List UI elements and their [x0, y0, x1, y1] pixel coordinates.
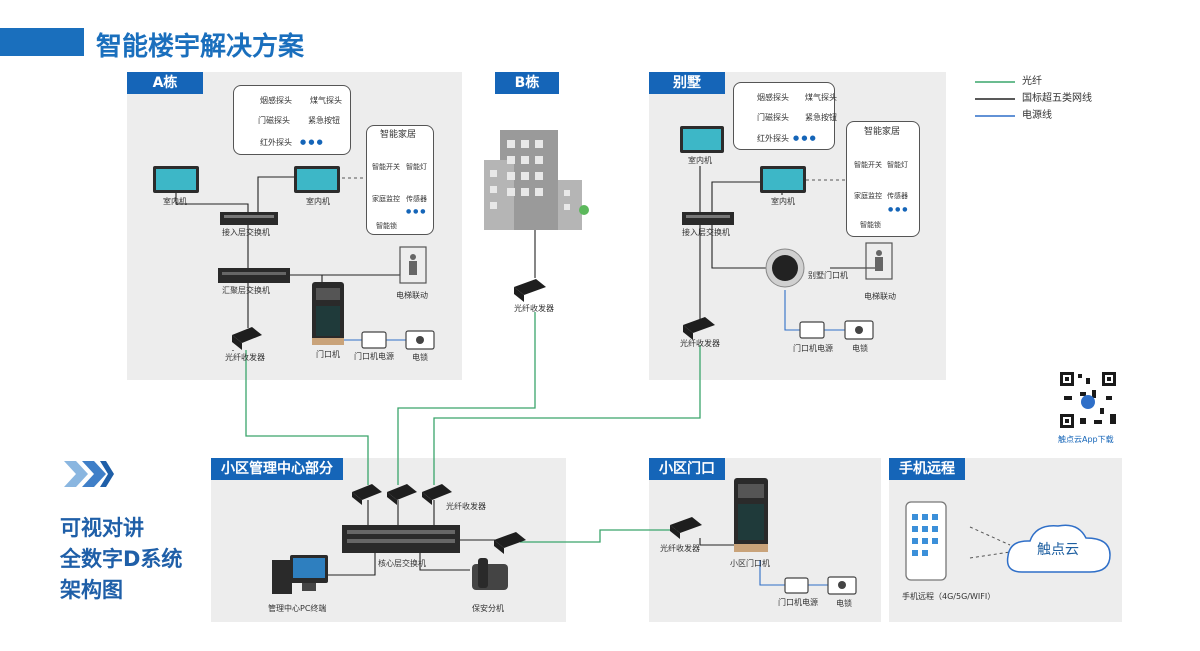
lock-label-v: 电锁 — [852, 344, 868, 353]
pc-label: 管理中心PC终端 — [268, 604, 327, 613]
door-station-label-a: 门口机 — [316, 350, 340, 359]
villa-sos-button-label: 紧急按钮 — [805, 113, 837, 122]
fiber-tx-label-gate: 光纤收发器 — [660, 544, 700, 553]
villa-gas-detector-label: 煤气探头 — [805, 93, 837, 102]
section-a-label: A栋 — [127, 72, 203, 94]
villa-home-camera-label: 家庭监控 — [854, 192, 882, 200]
smart-switch-label: 智能开关 — [372, 163, 400, 171]
gate-door-label: 小区门口机 — [730, 559, 770, 568]
smart-home-box-a — [366, 125, 434, 235]
page-title: 智能楼宇解决方案 — [96, 32, 305, 62]
section-villa-label: 别墅 — [649, 72, 725, 94]
fiber-tx-label-b: 光纤收发器 — [514, 304, 554, 313]
home-camera-label: 家庭监控 — [372, 195, 400, 203]
villa-smart-switch-label: 智能开关 — [854, 161, 882, 169]
villa-smart-light-label: 智能灯 — [887, 161, 908, 169]
indoor-unit-label-v1: 室内机 — [688, 156, 712, 165]
fiber-tx-label-v: 光纤收发器 — [680, 339, 720, 348]
power-links — [344, 290, 845, 586]
door-power-label-a: 门口机电源 — [354, 352, 394, 361]
indoor-unit-a2 — [294, 166, 340, 193]
indoor-unit-v1 — [680, 126, 724, 153]
side-title-line1: 可视对讲 — [60, 516, 144, 540]
legend-power: 电源线 — [1022, 110, 1052, 121]
indoor-unit-label-v2: 室内机 — [771, 197, 795, 206]
sensor-label: 传感器 — [406, 195, 427, 203]
detector-box-villa — [733, 82, 835, 150]
lock-label-gate: 电锁 — [836, 599, 852, 608]
indoor-unit-a1 — [153, 166, 199, 193]
villa-smart-home-more: ● ● ● — [888, 206, 908, 213]
cloud-shape — [1006, 524, 1111, 573]
title-bar — [0, 28, 84, 56]
smart-home-title: 智能家居 — [380, 130, 417, 140]
villa-ir-detector-label: 红外探头 — [757, 134, 789, 143]
ethernet-links — [175, 166, 881, 576]
side-title-line3: 架构图 — [60, 578, 123, 602]
app-download-label: 触点云App下载 — [1058, 435, 1114, 444]
fiber-links — [245, 312, 701, 543]
door-sensor-label: 门磁探头 — [258, 116, 290, 125]
legend-ethernet: 国标超五类网线 — [1022, 93, 1092, 104]
door-power-label-v: 门口机电源 — [793, 344, 833, 353]
detector-box-a — [233, 85, 351, 155]
villa-smoke-detector-label: 烟感探头 — [757, 93, 789, 102]
core-switch-label: 核心层交换机 — [378, 559, 426, 568]
villa-detector-more: ● ● ● — [793, 134, 816, 142]
detector-more: ● ● ● — [300, 138, 323, 146]
smart-light-label: 智能灯 — [406, 163, 427, 171]
smart-lock-label: 智能锁 — [376, 222, 397, 230]
door-power-label-gate: 门口机电源 — [778, 598, 818, 607]
fiber-tx-label-a: 光纤收发器 — [225, 353, 265, 362]
villa-smart-home-title: 智能家居 — [864, 127, 901, 137]
elevator-label-v: 电梯联动 — [864, 292, 896, 301]
villa-door-label: 别墅门口机 — [808, 271, 848, 280]
ir-detector-label: 红外探头 — [260, 138, 292, 147]
elevator-label-a: 电梯联动 — [396, 291, 428, 300]
section-center-label: 小区管理中心部分 — [211, 458, 343, 480]
agg-switch-label-a: 汇聚层交换机 — [222, 286, 270, 295]
side-title-line2: 全数字D系统 — [60, 547, 183, 571]
smart-home-box-villa — [846, 121, 920, 237]
villa-smart-lock-label: 智能锁 — [860, 221, 881, 229]
smart-home-more: ● ● ● — [406, 208, 426, 215]
sos-button-label: 紧急按钮 — [308, 116, 340, 125]
access-switch-label-v: 接入层交换机 — [682, 228, 730, 237]
building-b — [484, 130, 589, 230]
guard-phone-label: 保安分机 — [472, 604, 504, 613]
lock-label-a: 电锁 — [412, 353, 428, 362]
indoor-unit-label-a2: 室内机 — [306, 197, 330, 206]
phone-remote-label: 手机远程（4G/5G/WIFI） — [902, 592, 996, 601]
access-switch-label-a: 接入层交换机 — [222, 228, 270, 237]
indoor-unit-v2 — [760, 166, 806, 193]
section-gate-label: 小区门口 — [649, 458, 725, 480]
fiber-tx-label-center: 光纤收发器 — [446, 502, 486, 511]
legend-fiber: 光纤 — [1022, 76, 1042, 87]
indoor-unit-label-a1: 室内机 — [163, 197, 187, 206]
section-b-label: B栋 — [495, 72, 559, 94]
smoke-detector-label: 烟感探头 — [260, 96, 292, 105]
gas-detector-label: 煤气探头 — [310, 96, 342, 105]
section-remote-label: 手机远程 — [889, 458, 965, 480]
cloud-label: 触点云 — [1037, 542, 1079, 558]
villa-door-sensor-label: 门磁探头 — [757, 113, 789, 122]
villa-sensor-label: 传感器 — [887, 192, 908, 200]
